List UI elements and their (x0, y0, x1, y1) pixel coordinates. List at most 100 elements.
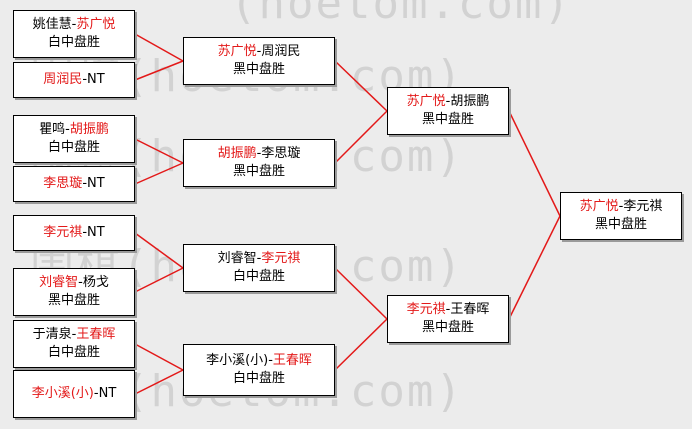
player-name: 胡振鹏 (69, 122, 109, 137)
vs-dash: - (256, 44, 262, 59)
player-name: NT (87, 176, 105, 191)
match-box: 李小溪(小)-王春晖白中盘胜 (183, 344, 335, 396)
match-players: 姚佳慧-苏广悦 (33, 16, 116, 34)
bracket-connector (334, 110, 388, 164)
player-name: 胡振鹏 (217, 146, 257, 161)
match-box: 周润民-NT (13, 62, 135, 98)
match-result: 黑中盘胜 (232, 62, 285, 77)
match-players: 李小溪(小)-王春晖 (206, 352, 312, 370)
match-players: 李小溪(小)-NT (32, 385, 117, 403)
bracket-connector (334, 318, 388, 371)
match-players: 李思璇-NT (43, 175, 104, 193)
match-box: 李思璇-NT (13, 166, 135, 202)
match-players: 周润民-NT (43, 71, 104, 89)
player-name: 王春晖 (450, 302, 490, 317)
match-result: 白中盘胜 (47, 35, 100, 50)
match-box: 瞿鸣-胡振鹏白中盘胜 (13, 115, 135, 163)
vs-dash: - (256, 251, 262, 266)
vs-dash: - (618, 199, 624, 214)
player-name: 苏广悦 (406, 94, 446, 109)
player-name: 苏广悦 (579, 199, 619, 214)
match-players: 苏广悦-周润民 (218, 43, 301, 61)
match-players: 刘睿智-杨戈 (39, 274, 109, 292)
vs-dash: - (82, 225, 88, 240)
vs-dash: - (82, 176, 88, 191)
player-name: 李思璇 (43, 176, 83, 191)
match-players: 刘睿智-李元祺 (218, 250, 301, 268)
match-box: 胡振鹏-李思璇黑中盘胜 (183, 139, 335, 187)
player-name: 李小溪(小) (206, 353, 269, 368)
player-name: 刘睿智 (217, 251, 257, 266)
vs-dash: - (93, 386, 99, 401)
player-name: 李元祺 (261, 251, 301, 266)
match-result: 黑中盘胜 (232, 164, 285, 179)
match-box: 李元祺-NT (13, 215, 135, 251)
vs-dash: - (445, 302, 451, 317)
player-name: 李元祺 (43, 225, 83, 240)
match-result: 白中盘胜 (47, 140, 100, 155)
bracket-connector (134, 343, 184, 371)
match-box: 刘睿智-杨戈黑中盘胜 (13, 268, 135, 316)
vs-dash: - (256, 146, 262, 161)
match-result: 白中盘胜 (232, 371, 285, 386)
match-box: 姚佳慧-苏广悦白中盘胜 (13, 10, 135, 58)
match-result: 黑中盘胜 (47, 293, 100, 308)
player-name: 李思璇 (261, 146, 301, 161)
bracket-connector (134, 60, 184, 81)
player-name: 于清泉 (32, 327, 72, 342)
match-players: 李元祺-NT (43, 224, 104, 242)
vs-dash: - (71, 17, 77, 32)
player-name: 李元祺 (406, 302, 446, 317)
bracket-connector (134, 232, 184, 269)
player-name: NT (98, 386, 117, 401)
player-name: 李小溪(小) (31, 386, 94, 401)
match-players: 苏广悦-李元祺 (580, 198, 663, 216)
player-name: NT (87, 72, 105, 87)
bracket-connector (134, 33, 184, 62)
match-result: 黑中盘胜 (594, 217, 647, 232)
player-name: 李元祺 (623, 199, 663, 214)
match-players: 苏广悦-胡振鹏 (407, 93, 490, 111)
vs-dash: - (268, 353, 273, 368)
match-box: 刘睿智-李元祺白中盘胜 (183, 244, 335, 292)
player-name: 刘睿智 (39, 275, 79, 290)
match-players: 胡振鹏-李思璇 (218, 145, 301, 163)
match-box: 于清泉-王春晖白中盘胜 (13, 320, 135, 368)
match-box: 李元祺-王春晖黑中盘胜 (387, 295, 509, 343)
player-name: 杨戈 (82, 275, 109, 290)
bracket-connector (134, 162, 184, 185)
bracket-connector (334, 267, 388, 320)
match-players: 于清泉-王春晖 (33, 326, 116, 344)
vs-dash: - (71, 327, 77, 342)
match-box: 李小溪(小)-NT (13, 370, 135, 418)
player-name: NT (87, 225, 105, 240)
player-name: 苏广悦 (76, 17, 116, 32)
match-result: 白中盘胜 (47, 345, 100, 360)
player-name: 姚佳慧 (32, 17, 72, 32)
match-box: 苏广悦-李元祺黑中盘胜 (560, 192, 682, 240)
bracket-connector (508, 110, 561, 217)
vs-dash: - (445, 94, 451, 109)
bracket-connector (508, 215, 561, 320)
vs-dash: - (82, 72, 88, 87)
match-result: 黑中盘胜 (421, 320, 474, 335)
bracket-connector (134, 267, 184, 293)
vs-dash: - (78, 275, 83, 290)
player-name: 周润民 (43, 72, 83, 87)
vs-dash: - (65, 122, 70, 137)
bracket-connector (334, 60, 388, 112)
player-name: 胡振鹏 (450, 94, 490, 109)
match-box: 苏广悦-周润民黑中盘胜 (183, 37, 335, 85)
player-name: 王春晖 (76, 327, 116, 342)
bracket-connector (134, 138, 184, 164)
match-players: 李元祺-王春晖 (407, 301, 490, 319)
match-result: 黑中盘胜 (421, 112, 474, 127)
player-name: 王春晖 (272, 353, 312, 368)
player-name: 瞿鸣 (39, 122, 66, 137)
match-box: 苏广悦-胡振鹏黑中盘胜 (387, 87, 509, 135)
player-name: 周润民 (261, 44, 301, 59)
player-name: 苏广悦 (217, 44, 257, 59)
bracket-connector (134, 369, 184, 395)
match-players: 瞿鸣-胡振鹏 (39, 121, 109, 139)
